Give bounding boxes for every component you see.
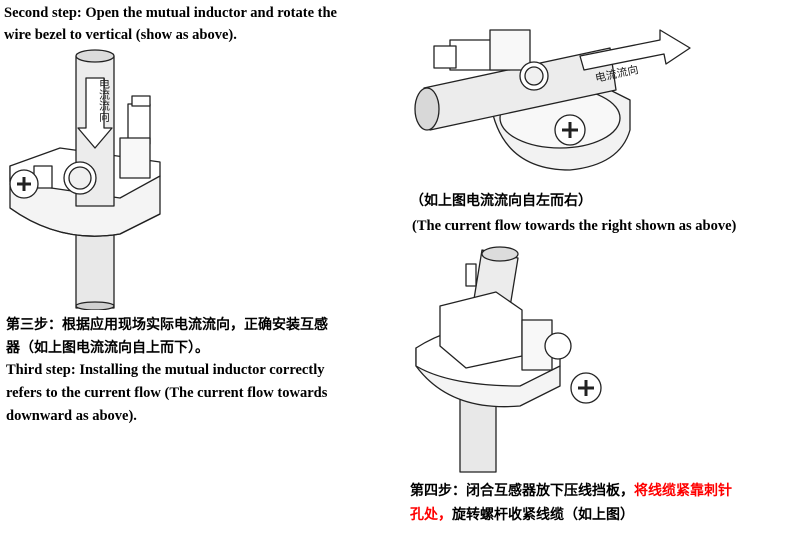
step4-part4: 旋转螺杆收紧线缆（如上图）	[452, 507, 634, 523]
figure1-arrow-label: 电流流向	[98, 78, 111, 122]
caption-right-cn: （如上图电流流向自左而右）	[410, 193, 592, 209]
step3-cn-line1: 第三步：根据应用现场实际电流流向，正确安装互感	[6, 317, 328, 333]
step4-highlight-1: 将线缆紧靠刺针	[634, 483, 732, 499]
caption-right-en: (The current flow towards the right show…	[412, 218, 737, 234]
step4-line1: 第四步：闭合互感器放下压线挡板，将线缆紧靠刺针	[410, 480, 732, 503]
step3-en-line3: downward as above).	[6, 408, 137, 424]
step4-highlight-2: 孔处，	[410, 507, 452, 523]
figure-closed-install	[415, 246, 602, 473]
step3-en-line2: refers to the current flow (The current …	[6, 385, 328, 401]
step2-line2: wire bezel to vertical (show as above).	[4, 27, 237, 43]
step4-line2: 孔处，旋转螺杆收紧线缆（如上图）	[410, 504, 634, 527]
step3-en-line1: Third step: Installing the mutual induct…	[6, 362, 325, 378]
step4-part1: 第四步：闭合互感器放下压线挡板，	[410, 483, 634, 499]
step2-line1: Second step: Open the mutual inductor an…	[4, 5, 337, 21]
figure-vertical-install: 电流流向	[9, 49, 161, 310]
figure-horizontal-install: 电流流向	[414, 29, 691, 171]
step3-cn-line2: 器（如上图电流流向自上而下）。	[6, 340, 209, 356]
